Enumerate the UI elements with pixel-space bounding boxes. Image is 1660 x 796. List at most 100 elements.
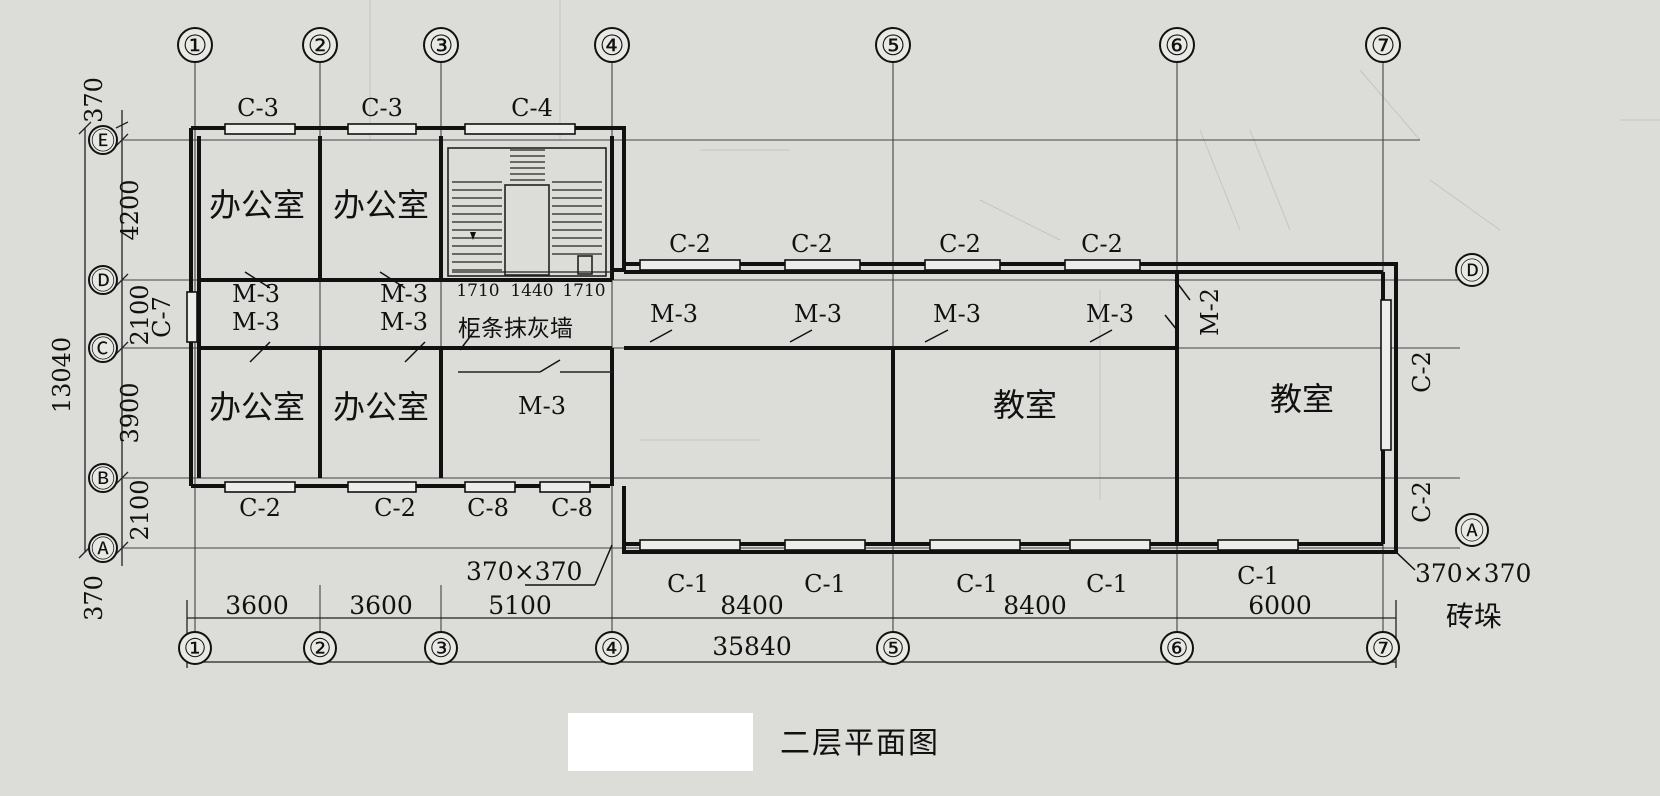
- label-c2-right-2: C-2: [1408, 481, 1436, 523]
- axis-labels-top: ① ② ③ ④ ⑤ ⑥ ⑦: [182, 29, 1395, 62]
- axis-C-label: Ⓒ: [91, 335, 115, 363]
- dim-5100: 5100: [488, 591, 552, 620]
- label-m3-8: M-3: [1086, 300, 1134, 328]
- dim-3900: 3900: [116, 382, 144, 443]
- label-c3-a: C-3: [237, 94, 279, 122]
- dim-2100-bottom: 2100: [126, 479, 154, 540]
- dim-370-top: 370: [80, 77, 108, 123]
- room-office-4: 办公室: [333, 388, 429, 426]
- label-c1-3: C-1: [956, 570, 998, 598]
- axis-B-label: Ⓑ: [91, 465, 115, 493]
- windows: [186, 123, 1392, 551]
- dim-1440: 1440: [510, 281, 553, 301]
- left-dimensions: [78, 110, 129, 566]
- label-m3-2: M-3: [232, 308, 280, 336]
- dim-1710-b: 1710: [562, 281, 605, 301]
- label-m3-5: M-3: [650, 300, 698, 328]
- axis-1-top: [177, 27, 213, 63]
- axis-6-top: [1159, 27, 1195, 63]
- room-office-3: 办公室: [209, 388, 305, 426]
- label-c1-1: C-1: [667, 570, 709, 598]
- label-c7: C-7: [148, 296, 176, 338]
- axis-5-label-bottom: ⑤: [881, 634, 904, 664]
- dim-3600-a: 3600: [225, 591, 289, 620]
- axis-7-top: [1365, 27, 1401, 63]
- background-ghost-lines: [369, 0, 1660, 500]
- note-pier-size-left: 370×370: [466, 557, 582, 586]
- label-m3-3: M-3: [380, 280, 428, 308]
- axis-2-label: ②: [307, 29, 332, 62]
- label-c1-5: C-1: [1237, 562, 1279, 590]
- axis-D-label: Ⓓ: [91, 267, 115, 295]
- window-labels: C-3 C-3 C-4 C-2 C-2 C-2 C-2 C-2 C-2 C-8 …: [237, 94, 1436, 598]
- axis-bubbles-left: [88, 125, 1489, 563]
- dim-6000: 6000: [1248, 591, 1312, 620]
- dim-8400-a: 8400: [720, 591, 784, 620]
- axis-2-label-bottom: ②: [308, 634, 331, 664]
- axis-3-label-bottom: ③: [429, 634, 452, 664]
- notes: 柜条抹灰墙 370×370 370×370 砖垛: [458, 316, 1531, 633]
- axis-6-label: ⑥: [1164, 29, 1189, 62]
- axis-5-top: [875, 27, 911, 63]
- label-c2-top-1: C-2: [669, 230, 711, 258]
- axis-7-label-bottom: ⑦: [1371, 634, 1394, 664]
- room-office-2: 办公室: [333, 186, 429, 224]
- label-c3-b: C-3: [361, 94, 403, 122]
- door-marks: [244, 271, 1416, 586]
- axis-1-label: ①: [182, 29, 207, 62]
- label-c2-bottom-2: C-2: [374, 494, 416, 522]
- axis-A-label-right: Ⓐ: [1460, 517, 1484, 545]
- label-m3-9: M-3: [518, 392, 566, 420]
- dim-1710-a: 1710: [456, 281, 499, 301]
- axis-6-label-bottom: ⑥: [1165, 634, 1188, 664]
- note-brick-pier: 砖垛: [1446, 600, 1502, 633]
- label-c1-2: C-1: [804, 570, 846, 598]
- note-pier-size-right: 370×370: [1415, 559, 1531, 588]
- axis-5-label: ⑤: [880, 29, 905, 62]
- label-c2-top-2: C-2: [791, 230, 833, 258]
- label-c8-b: C-8: [551, 494, 593, 522]
- axis-7-label: ⑦: [1370, 29, 1395, 62]
- label-c2-bottom-1: C-2: [239, 494, 281, 522]
- axis-labels-bottom: ① ② ③ ④ ⑤ ⑥ ⑦: [183, 634, 1394, 664]
- dim-13040: 13040: [48, 337, 76, 413]
- axis-2-top: [302, 27, 338, 63]
- axis-bubbles-top: [177, 27, 1401, 63]
- axis-3-top: [423, 27, 459, 63]
- label-c2-top-3: C-2: [939, 230, 981, 258]
- dim-3600-b: 3600: [349, 591, 413, 620]
- plan-title: 二层平面图: [780, 726, 940, 761]
- axis-4-label: ④: [599, 29, 624, 62]
- note-partition-wall: 柜条抹灰墙: [458, 316, 573, 342]
- title-mask-block: [568, 713, 753, 771]
- axis-bubbles-bottom: [178, 631, 1400, 665]
- left-dimension-text: 370 4200 2100 3900 2100 370 13040 C-7: [48, 77, 176, 621]
- label-m2: M-2: [1196, 288, 1224, 336]
- label-c8-a: C-8: [467, 494, 509, 522]
- dim-8400-b: 8400: [1003, 591, 1067, 620]
- dim-35840: 35840: [712, 632, 792, 661]
- label-c2-top-4: C-2: [1081, 230, 1123, 258]
- dim-4200: 4200: [116, 179, 144, 240]
- axis-1-label-bottom: ①: [183, 634, 206, 664]
- label-c1-4: C-1: [1086, 570, 1128, 598]
- room-classroom-1: 教室: [993, 386, 1057, 424]
- label-c2-right-1: C-2: [1408, 351, 1436, 393]
- axis-D-label-right: Ⓓ: [1460, 257, 1484, 285]
- dim-370-bottom: 370: [80, 575, 108, 621]
- room-classroom-2: 教室: [1270, 380, 1334, 418]
- axis-3-label: ③: [428, 29, 453, 62]
- label-m3-1: M-3: [232, 280, 280, 308]
- label-c4: C-4: [511, 94, 553, 122]
- axis-labels-left: Ⓔ Ⓓ Ⓒ Ⓑ Ⓐ Ⓓ Ⓐ: [91, 127, 1484, 563]
- bottom-dimension-text: 3600 3600 5100 8400 8400 6000 35840: [225, 591, 1312, 661]
- axis-4-top: [594, 27, 630, 63]
- room-office-1: 办公室: [209, 186, 305, 224]
- axis-4-label-bottom: ④: [600, 634, 623, 664]
- stair-dimension-text: 1710 1440 1710: [456, 281, 605, 301]
- door-labels: M-3 M-3 M-3 M-3 M-3 M-3 M-3 M-3 M-3 M-2: [232, 280, 1224, 420]
- dim-2100-top: 2100: [126, 284, 154, 345]
- label-m3-7: M-3: [933, 300, 981, 328]
